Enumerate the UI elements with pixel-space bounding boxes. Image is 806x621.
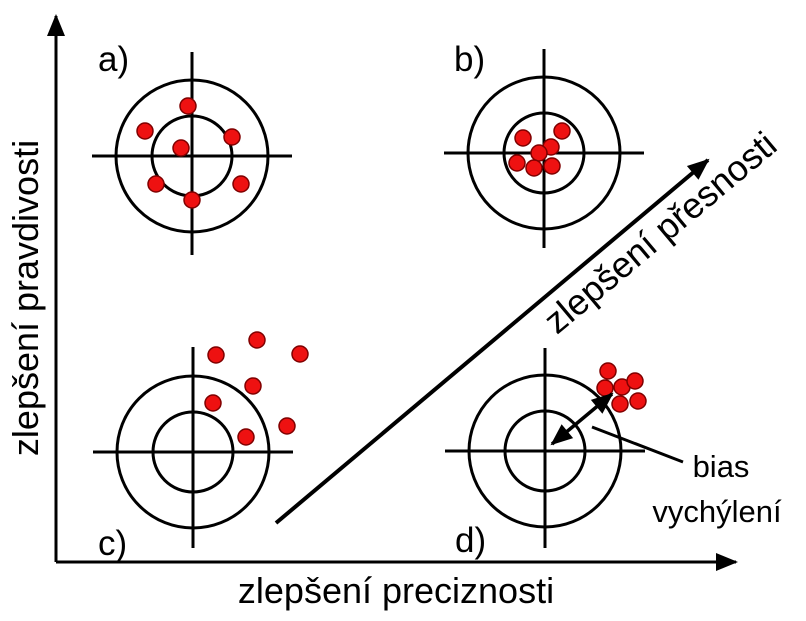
shot-dot-b xyxy=(525,159,543,177)
shot-dot-a xyxy=(232,175,250,193)
shot-dot-b xyxy=(514,129,532,147)
shot-dot-a xyxy=(147,175,165,193)
target-c-inner-circle xyxy=(151,410,235,494)
shot-dot-c xyxy=(204,394,222,412)
panel-label-d: d) xyxy=(455,521,486,560)
diagonal-accuracy-arrow xyxy=(274,158,710,525)
shot-dot-d xyxy=(611,395,629,413)
shot-dot-a xyxy=(223,128,241,146)
panel-label-a: a) xyxy=(98,40,129,79)
target-b-inner-circle xyxy=(502,111,586,195)
shot-dot-a xyxy=(183,191,201,209)
bias-label-czech: vychýlení xyxy=(652,494,782,529)
shot-dot-b xyxy=(530,144,548,162)
target-b-outer-circle xyxy=(466,75,622,231)
y-axis-label: zlepšení pravdivosti xyxy=(5,140,46,456)
target-c-outer-circle xyxy=(115,374,271,530)
shot-dot-d xyxy=(599,362,617,380)
shot-dot-c xyxy=(291,345,309,363)
target-a-outer-circle xyxy=(114,78,270,234)
bias-leader-line xyxy=(591,425,684,464)
x-axis-label: zlepšení preciznosti xyxy=(238,570,554,611)
shot-dot-a xyxy=(179,97,197,115)
shot-dot-d xyxy=(626,372,644,390)
panel-label-b: b) xyxy=(454,40,485,79)
shot-dot-c xyxy=(244,377,262,395)
bias-double-arrow xyxy=(550,392,614,446)
panel-label-c: c) xyxy=(98,524,127,563)
diagonal-axis-label: zlepšení přesnosti xyxy=(536,123,785,341)
shot-dot-c xyxy=(278,417,296,435)
shot-dot-a xyxy=(172,139,190,157)
shapes-layer xyxy=(47,14,738,571)
shot-dot-b xyxy=(508,154,526,172)
shot-dot-a xyxy=(136,122,154,140)
bias-label: bias xyxy=(693,449,750,484)
shot-dot-c xyxy=(248,331,266,349)
target-d-outer-circle xyxy=(467,373,623,529)
shot-dot-b xyxy=(553,122,571,140)
shot-dot-c xyxy=(237,428,255,446)
shot-dot-b xyxy=(543,157,561,175)
shot-dot-c xyxy=(207,346,225,364)
shot-dot-d xyxy=(629,392,647,410)
target-d-inner-circle xyxy=(503,409,587,493)
